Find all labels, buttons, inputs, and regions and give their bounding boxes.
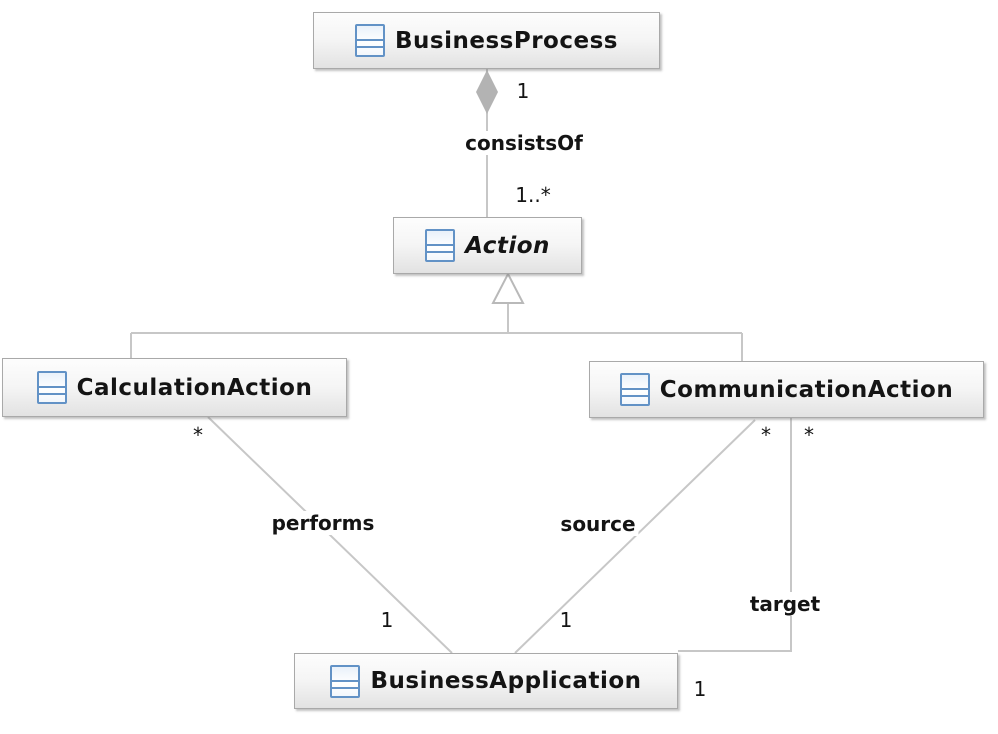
edge-label-source: source — [557, 512, 639, 536]
class-icon — [36, 371, 67, 404]
class-icon — [425, 229, 456, 262]
edge-label-consists-of: consistsOf — [462, 131, 586, 155]
class-box-business-application[interactable]: BusinessApplication — [294, 653, 678, 709]
class-icon — [619, 373, 650, 406]
association-line-target[interactable] — [678, 418, 792, 652]
association-line-performs[interactable] — [207, 416, 453, 654]
class-box-action[interactable]: Action — [393, 217, 582, 274]
class-name: CalculationAction — [76, 374, 313, 401]
class-box-calculation-action[interactable]: CalculationAction — [2, 358, 347, 417]
multiplicity-source-source: * — [761, 423, 771, 447]
multiplicity-performs-source: * — [193, 423, 203, 447]
class-name: Action — [465, 232, 550, 259]
class-icon — [355, 24, 386, 57]
generalization-line[interactable] — [130, 303, 743, 361]
multiplicity-performs-target: 1 — [380, 608, 394, 632]
multiplicity-target-source: * — [804, 423, 814, 447]
class-name: BusinessApplication — [370, 668, 642, 694]
class-box-communication-action[interactable]: CommunicationAction — [589, 361, 984, 418]
edge-label-performs: performs — [268, 511, 378, 535]
multiplicity-target-target: 1 — [693, 677, 707, 701]
multiplicity-source-target: 1 — [559, 608, 573, 632]
association-line-source[interactable] — [514, 419, 756, 654]
multiplicity-consists-of-source: 1 — [516, 79, 530, 103]
edge-label-target: target — [746, 592, 824, 616]
class-icon — [330, 664, 361, 698]
generalization-triangle — [491, 271, 525, 304]
composition-diamond — [476, 70, 498, 114]
multiplicity-consists-of-target: 1..* — [515, 183, 551, 207]
class-box-business-process[interactable]: BusinessProcess — [313, 12, 660, 69]
class-name: BusinessProcess — [395, 27, 618, 54]
class-name: CommunicationAction — [659, 376, 954, 403]
